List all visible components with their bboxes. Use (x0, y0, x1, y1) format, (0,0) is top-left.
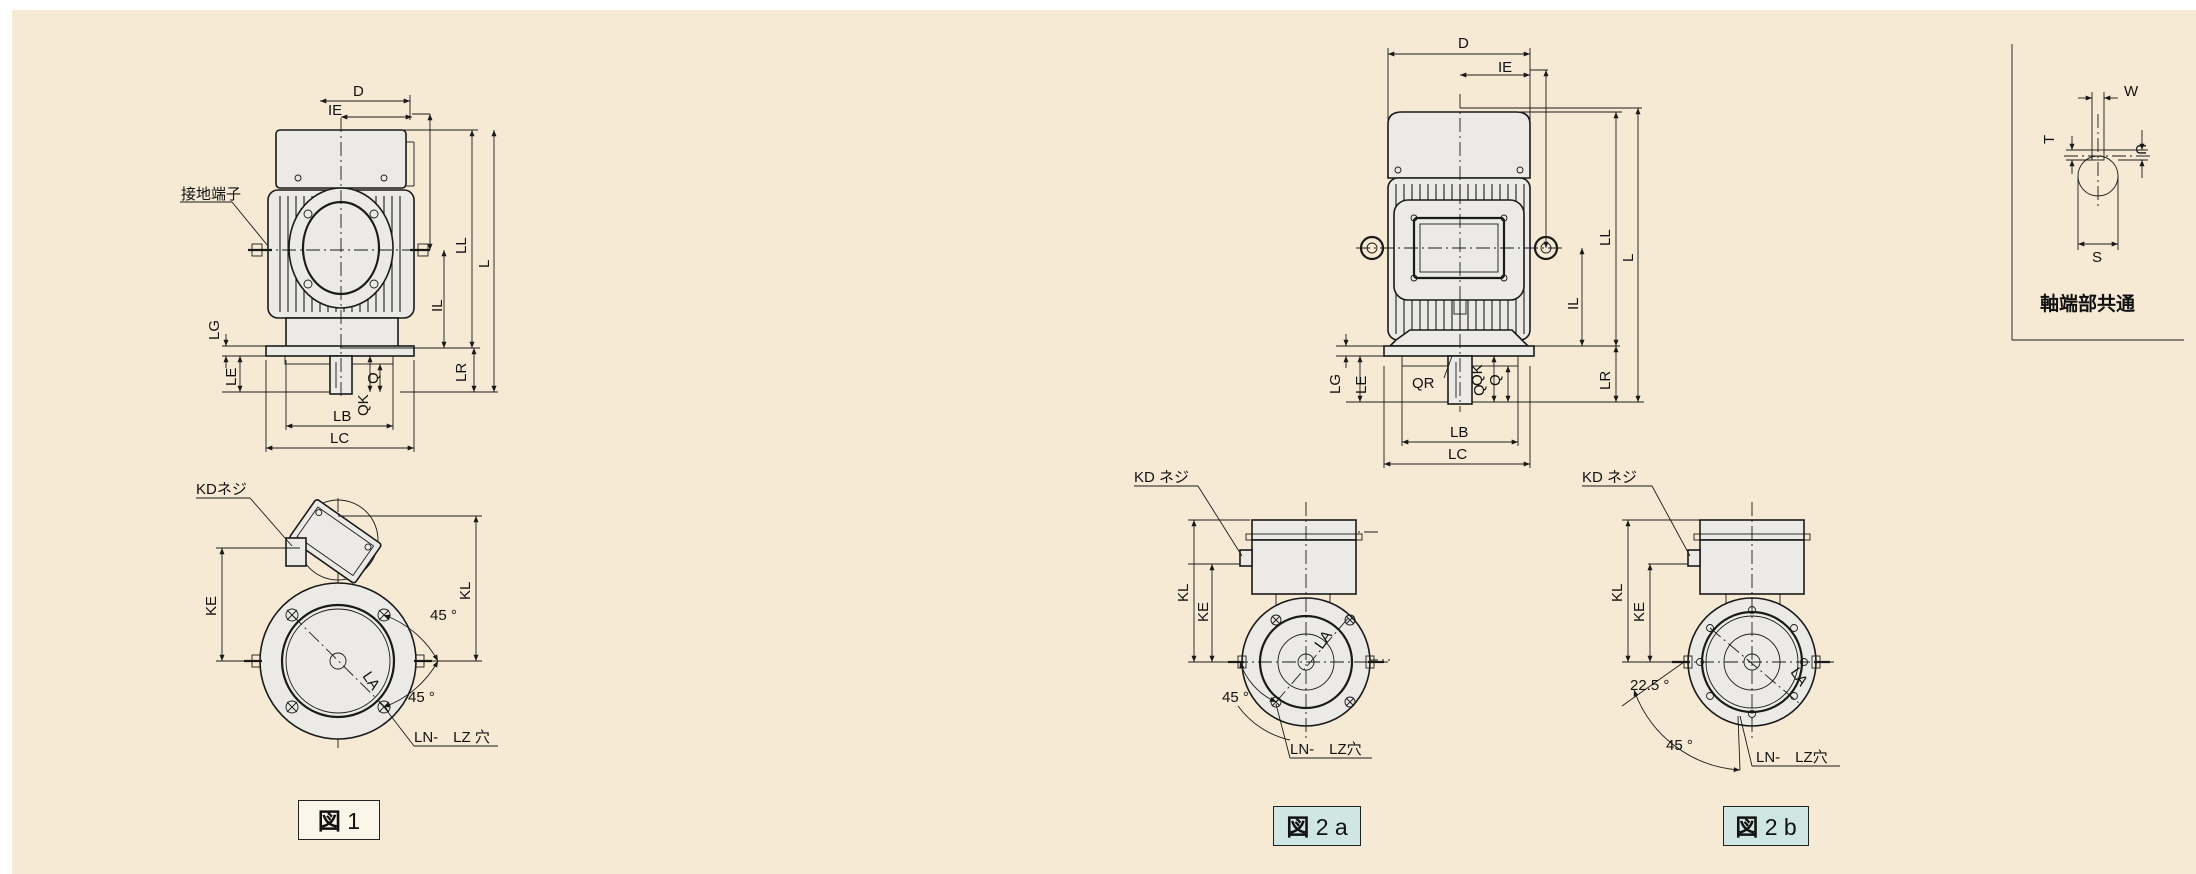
fig1-label-KE: KE (203, 596, 220, 616)
figure-1-number: 1 (347, 808, 361, 834)
fig1-label-LC: LC (330, 430, 349, 447)
fig2a-side-view: D IE LL L IL LR LG LE QR Q QK Q LB LC (1327, 35, 1644, 468)
fig1-label-LE: LE (223, 368, 240, 386)
fig1-label-LL: LL (453, 237, 470, 254)
shaft-label-T: T (2041, 135, 2058, 144)
fig2a-label-ln-lz: LN- LZ穴 (1290, 741, 1362, 758)
fig2b-label-KL: KL (1609, 584, 1626, 602)
fig2b-label-45: 45 ° (1666, 737, 1693, 754)
shaft-end-common-title: 軸端部共通 (2040, 292, 2136, 315)
fig2a-end-view: KD ネジ KL KE LA 45 ° LN- LZ穴 (1134, 469, 1390, 759)
fig2b-label-ln-lz: LN- LZ穴 (1756, 749, 1828, 766)
figure-2b-kanji: 図 (1735, 814, 1759, 840)
figure-2b-number: 2 b (1764, 814, 1797, 840)
figure-2a-number: 2 a (1315, 814, 1348, 840)
fig1-label-45a: 45 ° (430, 607, 457, 624)
figure-1-kanji: 図 (317, 808, 341, 834)
fig1-label-QK: QK (355, 394, 372, 416)
fig2b-end-view: KD ネジ KL KE LA 22.5 ° 45 ° LN- LZ穴 (1582, 469, 1840, 773)
fig2a-label-Q2: Q (1487, 374, 1504, 386)
figure-2b-label: 図 2 b (1723, 806, 1809, 846)
fig2a-label-QK: QK (1469, 364, 1486, 386)
fig2a-label-D: D (1458, 35, 1469, 52)
fig1-label-kd-screw: KDネジ (196, 481, 247, 498)
fig1-side-view: D IE 接地端子 LL L IL LR LG LE Q QK LB LC (180, 83, 498, 452)
fig2a-label-LC: LC (1448, 446, 1467, 463)
fig2a-label-KL: KL (1175, 584, 1192, 602)
fig2b-label-KE: KE (1631, 602, 1648, 622)
fig2a-label-LE: LE (1353, 376, 1370, 394)
figure-1-label: 図 1 (298, 800, 380, 840)
fig2a-label-LR: LR (1597, 371, 1614, 390)
fig1-label-KL: KL (457, 582, 474, 600)
fig1-label-LR: LR (453, 363, 470, 382)
fig2a-label-45: 45 ° (1222, 689, 1249, 706)
fig1-label-L: L (476, 260, 493, 268)
fig2a-label-LB: LB (1450, 424, 1468, 441)
figure-2a-kanji: 図 (1286, 814, 1310, 840)
shaft-label-W: W (2124, 83, 2139, 100)
fig1-label-IE: IE (328, 102, 342, 119)
fig1-label-ln-lz: LN- LZ 穴 (414, 729, 490, 746)
shaft-label-S: S (2092, 249, 2102, 266)
fig2a-label-LL: LL (1597, 229, 1614, 246)
fig2a-label-QR: QR (1412, 375, 1435, 392)
fig1-label-LG: LG (206, 320, 223, 340)
figure-2a-label: 図 2 a (1273, 806, 1361, 846)
fig2a-label-IL: IL (1565, 297, 1582, 310)
fig2a-label-kd-screw: KD ネジ (1134, 469, 1189, 486)
fig2b-label-22: 22.5 ° (1630, 677, 1669, 694)
fig2a-label-Q: Q (1471, 384, 1488, 396)
fig1-label-ground-terminal: 接地端子 (181, 186, 241, 203)
fig1-label-LB: LB (333, 408, 351, 425)
shaft-end-detail: W T U S 軸端部共通 (2011, 44, 2184, 341)
fig2b-label-kd-screw: KD ネジ (1582, 469, 1637, 486)
fig1-label-45b: 45 ° (408, 689, 435, 706)
fig2a-label-KE: KE (1195, 602, 1212, 622)
fig2a-label-IE: IE (1498, 59, 1512, 76)
fig1-label-IL: IL (429, 299, 446, 312)
fig1-label-D: D (353, 83, 364, 100)
fig2a-label-L: L (1620, 254, 1637, 262)
fig1-label-Q: Q (365, 372, 382, 384)
fig1-end-view: KDネジ KE KL LA 45 ° 45 ° LN- LZ 穴 (196, 481, 498, 748)
fig2a-label-LG: LG (1327, 374, 1344, 394)
shaft-label-U: U (2132, 144, 2149, 155)
